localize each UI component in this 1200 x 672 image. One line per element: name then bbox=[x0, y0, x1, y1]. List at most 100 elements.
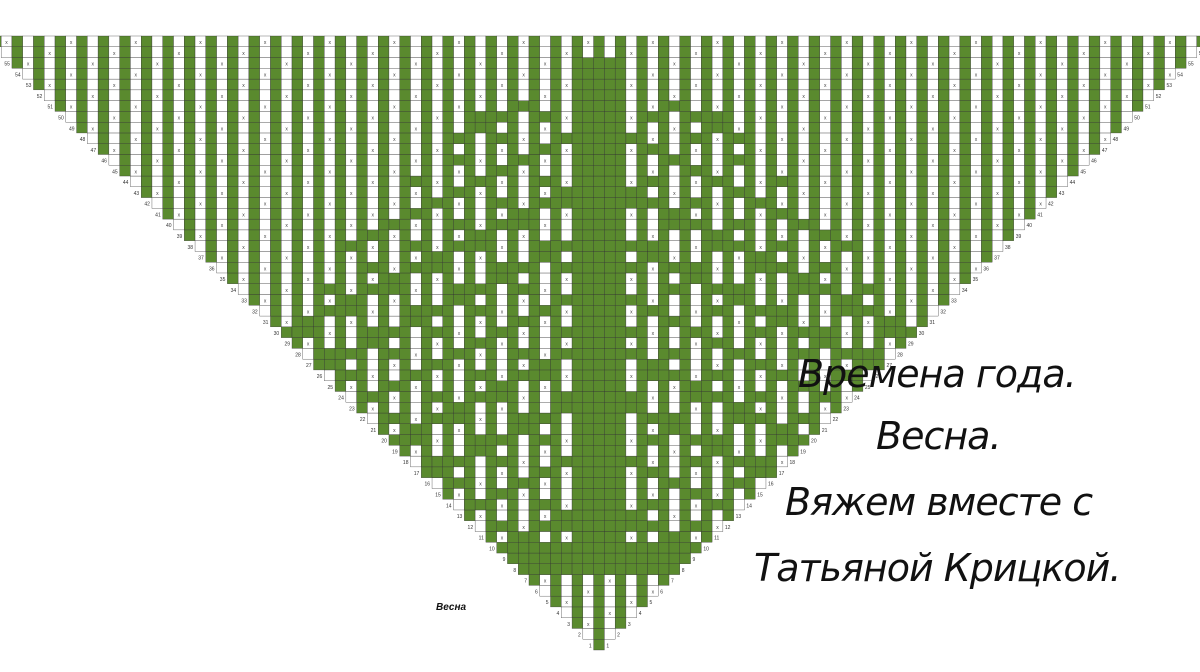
chart-cell-empty bbox=[884, 35, 896, 47]
chart-cell-empty bbox=[22, 46, 34, 58]
chart-cell-filled bbox=[571, 100, 584, 112]
row-number: 34 bbox=[231, 288, 237, 294]
chart-cell-empty bbox=[948, 132, 961, 144]
row-number: 50 bbox=[1134, 115, 1140, 121]
chart-cell-empty bbox=[992, 111, 1004, 123]
stitch-symbol: x bbox=[328, 137, 331, 143]
chart-cell-filled bbox=[873, 165, 885, 177]
chart-cell-filled bbox=[313, 143, 325, 155]
chart-cell-filled bbox=[765, 402, 777, 414]
chart-cell-filled bbox=[938, 122, 950, 134]
stitch-symbol: x bbox=[630, 180, 633, 186]
chart-cell-filled bbox=[550, 499, 562, 511]
chart-cell-filled bbox=[582, 186, 594, 198]
chart-cell-filled bbox=[895, 46, 907, 58]
stitch-symbol: x bbox=[458, 105, 461, 111]
chart-cell-filled bbox=[507, 520, 519, 532]
chart-cell-filled bbox=[593, 499, 605, 511]
chart-cell-filled bbox=[270, 294, 282, 306]
stitch-symbol: x bbox=[242, 51, 245, 57]
chart-cell-empty bbox=[798, 229, 810, 241]
chart-cell-filled bbox=[636, 358, 648, 371]
chart-cell-filled bbox=[528, 197, 540, 209]
chart-cell-filled bbox=[464, 272, 476, 284]
chart-cell-empty bbox=[647, 402, 659, 414]
chart-cell-empty bbox=[647, 208, 659, 220]
chart-cell-filled bbox=[787, 445, 799, 457]
chart-cell-empty bbox=[324, 154, 336, 166]
chart-cell-empty bbox=[668, 111, 680, 123]
chart-cell-filled bbox=[938, 111, 950, 123]
stitch-symbol: x bbox=[1061, 94, 1064, 100]
chart-cell-empty bbox=[647, 509, 659, 521]
stitch-symbol: x bbox=[630, 342, 633, 348]
chart-cell-filled bbox=[851, 165, 864, 177]
chart-cell-filled bbox=[787, 89, 799, 101]
chart-cell-filled bbox=[421, 100, 433, 112]
chart-cell-filled bbox=[614, 100, 627, 112]
chart-cell-filled bbox=[679, 412, 691, 424]
chart-cell-filled bbox=[464, 154, 476, 166]
stitch-symbol: x bbox=[824, 180, 827, 186]
chart-cell-filled bbox=[485, 531, 497, 543]
stitch-symbol: x bbox=[781, 72, 784, 78]
chart-cell-filled bbox=[291, 89, 303, 101]
chart-cell-filled bbox=[658, 326, 670, 338]
chart-cell-filled bbox=[776, 305, 788, 317]
chart-cell-empty bbox=[927, 240, 939, 252]
chart-cell-filled bbox=[334, 154, 347, 166]
chart-cell-filled bbox=[485, 380, 497, 392]
chart-cell-empty bbox=[1142, 35, 1154, 47]
chart-cell-filled bbox=[722, 412, 734, 424]
chart-cell-empty bbox=[690, 348, 702, 360]
chart-cell-filled bbox=[787, 111, 799, 123]
chart-cell-filled bbox=[334, 111, 347, 123]
chart-cell-filled bbox=[464, 240, 476, 252]
chart-cell-filled bbox=[453, 477, 465, 489]
chart-cell-filled bbox=[765, 100, 777, 112]
chart-cell-filled bbox=[1132, 100, 1144, 112]
chart-cell-filled bbox=[270, 218, 282, 231]
chart-cell-filled bbox=[625, 326, 637, 338]
chart-cell-empty bbox=[647, 477, 659, 489]
chart-cell-filled bbox=[744, 380, 756, 392]
chart-cell-filled bbox=[367, 283, 379, 295]
stitch-symbol: x bbox=[673, 62, 676, 68]
chart-cell-empty bbox=[561, 488, 573, 500]
chart-cell-empty bbox=[755, 57, 767, 69]
chart-cell-filled bbox=[658, 358, 670, 371]
chart-cell-filled bbox=[571, 78, 584, 91]
chart-cell-filled bbox=[862, 305, 874, 317]
chart-cell-filled bbox=[1024, 89, 1036, 101]
chart-cell-filled bbox=[593, 337, 605, 349]
stitch-symbol: x bbox=[436, 212, 439, 218]
chart-cell-empty bbox=[1121, 35, 1133, 47]
chart-cell-filled bbox=[744, 251, 756, 263]
chart-cell-empty bbox=[87, 132, 99, 144]
chart-cell-filled bbox=[571, 89, 584, 101]
chart-cell-filled bbox=[1153, 46, 1165, 58]
chart-cell-empty bbox=[345, 78, 357, 91]
chart-cell-empty bbox=[668, 68, 680, 80]
chart-cell-filled bbox=[701, 186, 713, 198]
chart-cell-empty bbox=[755, 122, 767, 134]
chart-cell-filled bbox=[1045, 143, 1057, 155]
chart-cell-empty bbox=[905, 122, 917, 134]
chart-cell-filled bbox=[507, 122, 519, 134]
chart-cell-filled bbox=[334, 315, 347, 328]
chart-cell-filled bbox=[701, 218, 713, 231]
chart-cell-empty bbox=[668, 499, 680, 511]
chart-cell-empty bbox=[259, 89, 271, 101]
chart-cell-empty bbox=[173, 132, 185, 144]
chart-cell-filled bbox=[582, 391, 594, 403]
chart-cell-empty bbox=[1078, 35, 1090, 47]
chart-cell-filled bbox=[722, 466, 734, 478]
chart-cell-empty bbox=[108, 57, 120, 69]
chart-cell-empty bbox=[711, 477, 724, 489]
chart-cell-filled bbox=[776, 175, 788, 187]
chart-cell-filled bbox=[593, 477, 605, 489]
chart-cell-filled bbox=[787, 262, 799, 274]
